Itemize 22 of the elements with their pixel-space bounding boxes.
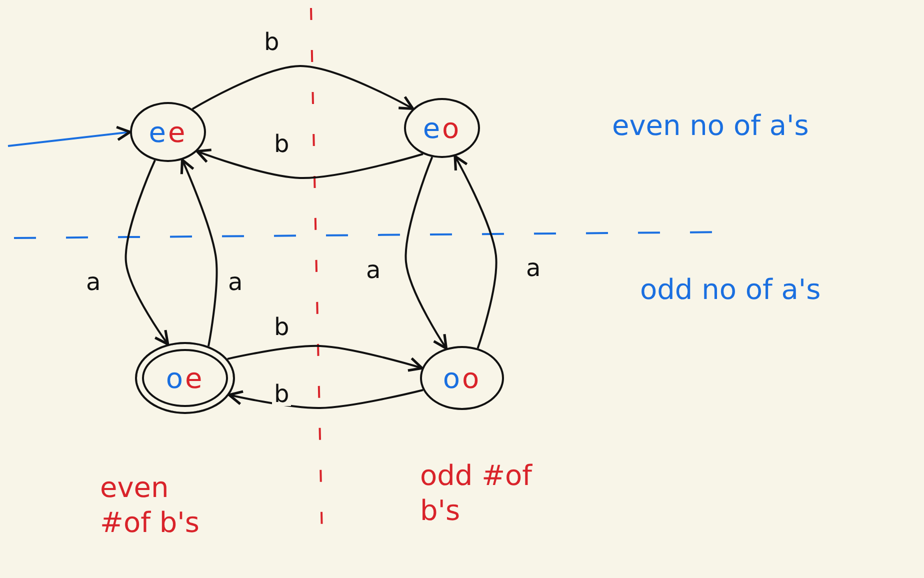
note-text: even no of a's (612, 108, 810, 143)
arrow (404, 156, 448, 350)
arrow (454, 154, 498, 349)
state-name: eo (422, 112, 462, 144)
note-text: odd #of b's (420, 458, 534, 528)
state-circle (404, 98, 480, 158)
arrow (8, 126, 132, 147)
arrow (227, 345, 424, 372)
state-circle (130, 102, 206, 162)
note-text: odd no of a's (640, 272, 822, 307)
arrow (124, 160, 170, 346)
state-circle (420, 346, 504, 410)
accept-state-circle (135, 342, 235, 414)
arrow (196, 148, 424, 179)
note-text: even #of b's (100, 470, 200, 540)
state-name: oo (442, 362, 482, 394)
arrow (192, 65, 414, 110)
state-name: ee (148, 116, 188, 148)
arrow (180, 158, 218, 346)
arrow (228, 389, 424, 409)
edge-label: b (272, 382, 292, 406)
state-name: oe (166, 362, 204, 394)
